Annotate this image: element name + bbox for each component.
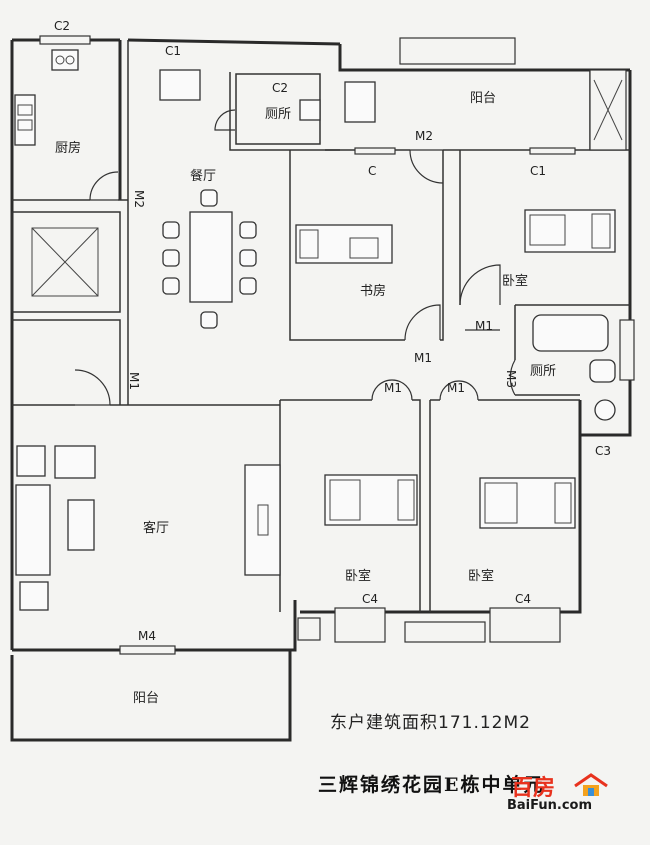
stove	[51, 49, 79, 71]
code-m1-study: M1	[414, 351, 432, 365]
window-c-study	[354, 147, 396, 155]
code-m4: M4	[138, 629, 156, 643]
bed-s2	[479, 477, 576, 529]
label-bedroom-ne: 卧室	[502, 273, 528, 289]
side-table	[19, 581, 49, 611]
code-m2-balcony: M2	[415, 129, 433, 143]
sofa	[15, 484, 51, 576]
code-m1-s2: M1	[447, 381, 465, 395]
label-bath-north: 厕所	[265, 107, 291, 122]
code-m1-entry: M1	[127, 372, 141, 390]
bathtub	[532, 314, 609, 352]
logo-cn-text: 百房	[511, 776, 556, 801]
toilet-north	[299, 99, 321, 121]
tv-cabinet	[244, 464, 281, 576]
label-balcony-north: 阳台	[470, 91, 496, 106]
footer-caption: 三辉锦绣花园E栋中单元	[318, 774, 545, 796]
window-small-left	[297, 617, 321, 641]
label-bath-east: 厕所	[530, 364, 556, 379]
code-m1-bedroom-ne: M1	[475, 319, 493, 333]
code-c4-left: C4	[362, 592, 378, 606]
windows	[39, 35, 635, 655]
furniture	[14, 49, 616, 611]
component-codes: C2 C1 C2 M2 C C1 M2 M1 M1 M1 M1 M1 M3 C3…	[54, 19, 611, 643]
label-dining: 餐厅	[190, 168, 216, 184]
sink-east	[594, 399, 616, 421]
doors	[74, 109, 516, 406]
code-c1-bedroom: C1	[530, 164, 546, 178]
window-c3	[619, 319, 635, 381]
code-m2-kitchen: M2	[132, 190, 146, 208]
code-c-study: C	[368, 164, 376, 178]
window-middle	[404, 621, 486, 643]
code-c2-bath: C2	[272, 81, 288, 95]
armchair-1	[16, 445, 46, 477]
toilet-east	[589, 359, 616, 383]
label-study: 书房	[360, 283, 386, 299]
logo-en-text: BaiFun.com	[507, 798, 593, 813]
label-bedroom-s1: 卧室	[345, 568, 371, 584]
code-c2-kitchen: C2	[54, 19, 70, 33]
window-c2-kitchen	[39, 35, 91, 45]
baifun-logo: 百房 BaiFun.com	[507, 770, 617, 820]
coffee-table	[67, 499, 95, 551]
house-icon	[574, 773, 608, 796]
label-kitchen: 厨房	[55, 140, 81, 156]
code-c1-top: C1	[165, 44, 181, 58]
armchair-2	[54, 445, 96, 479]
code-m1-s1: M1	[384, 381, 402, 395]
bed-s1	[324, 474, 418, 526]
label-bedroom-s2: 卧室	[468, 568, 494, 584]
washer	[344, 81, 376, 123]
window-c4-left	[334, 607, 386, 643]
window-c1-bedroom	[529, 147, 576, 155]
window-balcony-north	[399, 37, 516, 65]
label-balcony-south: 阳台	[133, 691, 159, 706]
code-m3-bath: M3	[504, 370, 518, 388]
window-m4	[119, 645, 176, 655]
code-c4-right: C4	[515, 592, 531, 606]
study-bed	[295, 224, 393, 264]
bed-ne	[524, 209, 616, 253]
sink-north	[159, 69, 201, 101]
window-c4-right	[489, 607, 561, 643]
dining-table	[189, 211, 233, 303]
room-labels: 厨房 餐厅 厕所 阳台 书房 卧室 厕所 客厅 卧室 卧室 阳台	[55, 91, 556, 706]
label-living: 客厅	[143, 520, 169, 536]
code-c3: C3	[595, 444, 611, 458]
area-caption: 东户建筑面积171.12M2	[330, 713, 531, 733]
